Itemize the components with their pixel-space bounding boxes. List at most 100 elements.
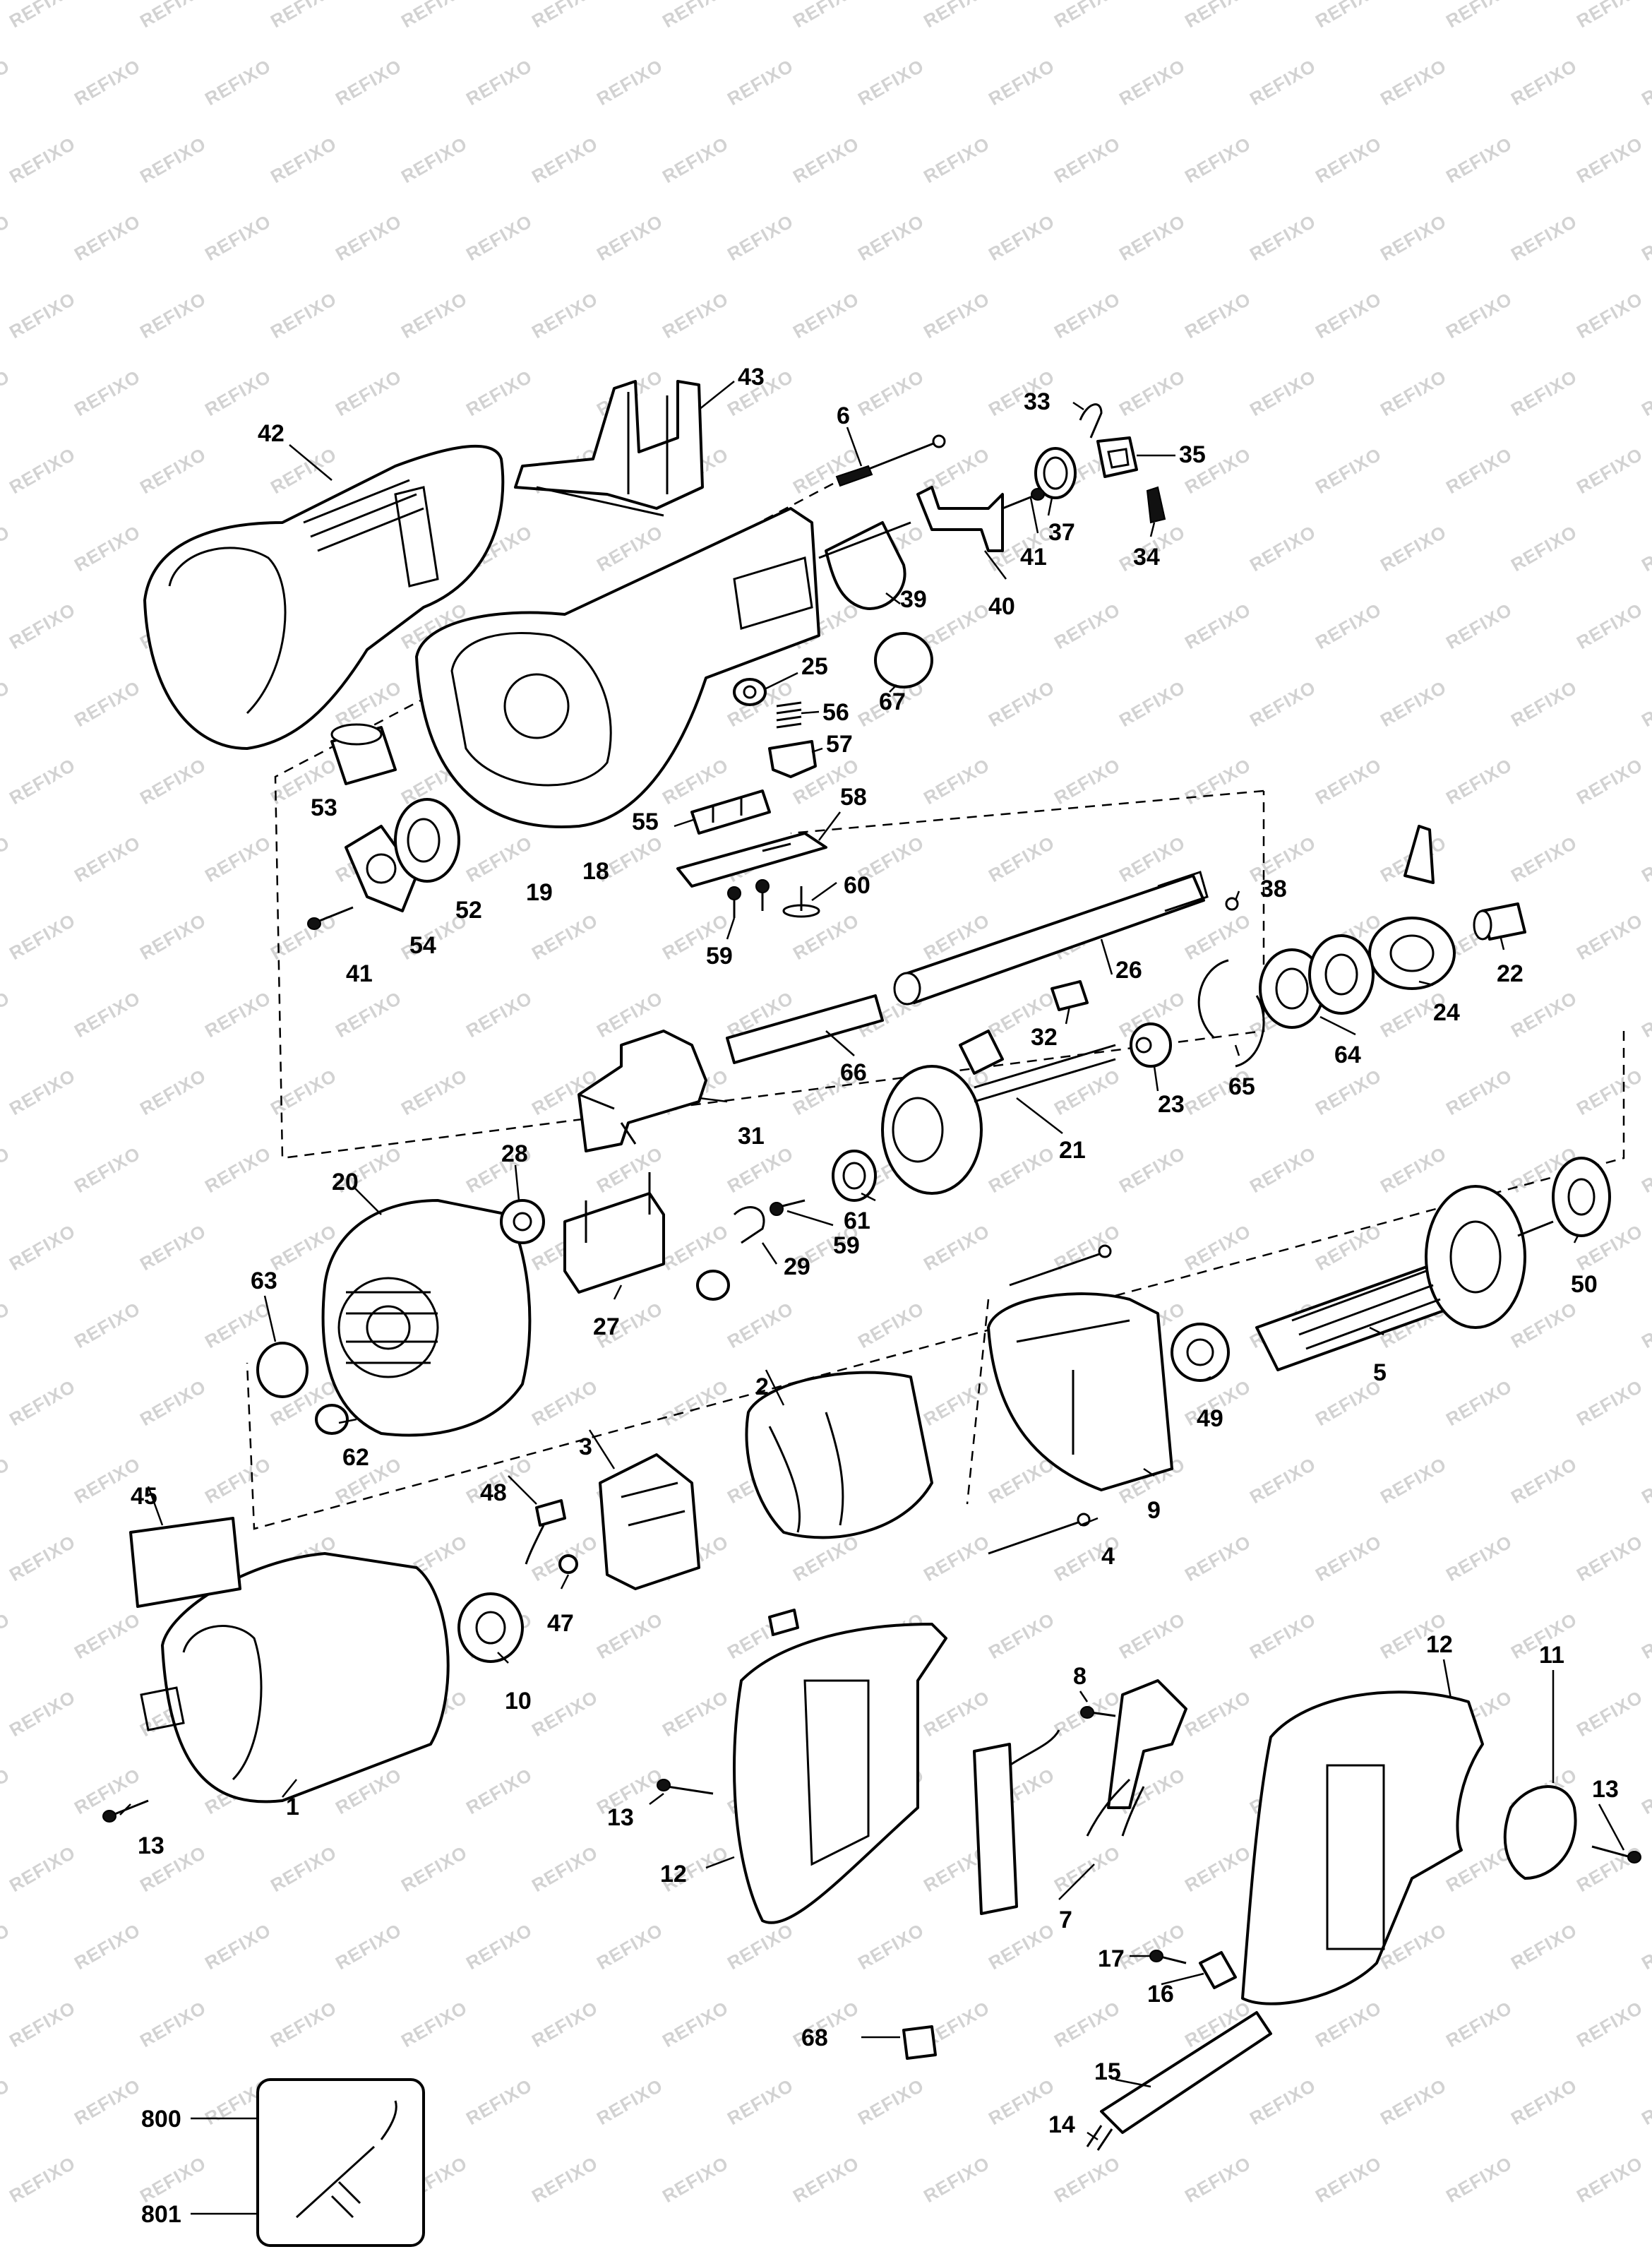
watermark-text: REFIXO <box>6 443 79 498</box>
label-56: 56 <box>822 699 849 726</box>
watermark-text: REFIXO <box>0 676 13 731</box>
watermark-text: REFIXO <box>71 1609 144 1663</box>
watermark-text: REFIXO <box>854 1298 928 1352</box>
label-57: 57 <box>826 731 853 758</box>
watermark-text: REFIXO <box>985 676 1058 731</box>
watermark-text: REFIXO <box>1051 133 1124 187</box>
watermark-text: REFIXO <box>1246 55 1319 109</box>
watermark-text: REFIXO <box>0 987 13 1042</box>
watermark-text: REFIXO <box>593 210 666 265</box>
watermark-text: REFIXO <box>0 832 13 886</box>
part-31-yoke <box>577 1030 707 1152</box>
watermark-text: REFIXO <box>0 1298 13 1352</box>
watermark-text: REFIXO <box>1051 288 1124 342</box>
watermark-text: REFIXO <box>1181 1531 1255 1585</box>
watermark-text: REFIXO <box>593 2075 666 2129</box>
watermark-text: REFIXO <box>1442 0 1516 32</box>
watermark-text: REFIXO <box>71 2075 144 2129</box>
watermark-text: REFIXO <box>0 1609 13 1663</box>
watermark-text: REFIXO <box>1573 599 1646 653</box>
part-26-plunger <box>893 871 1209 1006</box>
watermark-text: REFIXO <box>136 443 210 498</box>
watermark-text: REFIXO <box>1507 521 1581 576</box>
part-28-bushing <box>500 1199 545 1244</box>
watermark-text: REFIXO <box>528 910 601 964</box>
watermark-text: REFIXO <box>593 1609 666 1663</box>
label-47: 47 <box>547 1610 574 1637</box>
part-54-retainer-plate <box>345 825 418 912</box>
watermark-text: REFIXO <box>1051 0 1124 32</box>
watermark-text: REFIXO <box>1507 366 1581 420</box>
label-68: 68 <box>801 2025 828 2051</box>
watermark-text: REFIXO <box>1507 1453 1581 1508</box>
watermark-text: REFIXO <box>1181 754 1255 809</box>
watermark-text: REFIXO <box>724 2075 797 2129</box>
part-20-motor-housing-end <box>321 1199 532 1437</box>
watermark-text: REFIXO <box>1442 1531 1516 1585</box>
label-31: 31 <box>738 1123 765 1150</box>
label-34: 34 <box>1133 544 1160 571</box>
part-4-screws <box>988 1244 1112 1555</box>
watermark-text: REFIXO <box>593 1919 666 1974</box>
watermark-text: REFIXO <box>397 1065 471 1119</box>
label-55: 55 <box>632 809 659 835</box>
label-3: 3 <box>579 1433 592 1460</box>
watermark-text: REFIXO <box>1051 2152 1124 2207</box>
label-800: 800 <box>141 2106 181 2133</box>
watermark-text: REFIXO <box>462 366 536 420</box>
watermark-text: REFIXO <box>1442 754 1516 809</box>
watermark-text: REFIXO <box>1573 288 1646 342</box>
watermark-text: REFIXO <box>724 1919 797 1974</box>
part-21-gear-shaft <box>881 1030 1116 1195</box>
watermark-text: REFIXO <box>1638 1143 1652 1197</box>
watermark-text: REFIXO <box>1312 1531 1385 1585</box>
label-27: 27 <box>593 1313 620 1340</box>
part-42-front-housing <box>143 444 505 750</box>
watermark-text: REFIXO <box>593 521 666 576</box>
watermark-text: REFIXO <box>985 55 1058 109</box>
watermark-text: REFIXO <box>0 1764 13 1818</box>
part-23-bushing <box>1130 1022 1172 1068</box>
watermark-text: REFIXO <box>201 1143 275 1197</box>
watermark-text: REFIXO <box>528 2152 601 2207</box>
watermark-text: REFIXO <box>1573 754 1646 809</box>
watermark-text: REFIXO <box>71 55 144 109</box>
label-23: 23 <box>1158 1091 1185 1118</box>
watermark-text: REFIXO <box>1181 599 1255 653</box>
watermark-text: REFIXO <box>201 366 275 420</box>
part-41-screw-upper <box>1002 488 1045 510</box>
label-4: 4 <box>1101 1543 1115 1570</box>
watermark-text: REFIXO <box>462 832 536 886</box>
label-49: 49 <box>1197 1405 1223 1432</box>
watermark-text: REFIXO <box>6 1842 79 1896</box>
watermark-text: REFIXO <box>136 0 210 32</box>
watermark-text: REFIXO <box>71 521 144 576</box>
watermark-text: REFIXO <box>1507 1298 1581 1352</box>
label-67: 67 <box>879 688 906 715</box>
watermark-text: REFIXO <box>462 2075 536 2129</box>
watermark-text: REFIXO <box>1507 987 1581 1042</box>
label-10: 10 <box>505 1688 532 1715</box>
watermark-text: REFIXO <box>1181 1220 1255 1275</box>
label-26: 26 <box>1115 957 1142 984</box>
part-53-bushing <box>330 723 397 785</box>
part-62-cap <box>315 1404 349 1435</box>
watermark-text: REFIXO <box>659 754 732 809</box>
part-29-clip <box>733 1206 765 1244</box>
watermark-text: REFIXO <box>1181 1842 1255 1896</box>
watermark-text: REFIXO <box>1312 754 1385 809</box>
label-8: 8 <box>1073 1663 1087 1690</box>
watermark-text: REFIXO <box>920 0 993 32</box>
label-5: 5 <box>1373 1359 1387 1386</box>
watermark-text: REFIXO <box>6 1997 79 2051</box>
part-24-bearing-housing <box>1368 825 1456 990</box>
watermark-text: REFIXO <box>267 1065 340 1119</box>
watermark-text: REFIXO <box>1312 133 1385 187</box>
watermark-text: REFIXO <box>1507 676 1581 731</box>
watermark-text: REFIXO <box>1377 366 1450 420</box>
watermark-text: REFIXO <box>920 1376 993 1430</box>
part-35-lock-button <box>1096 436 1138 478</box>
part-64-bearings <box>1259 934 1375 1029</box>
watermark-text: REFIXO <box>6 1065 79 1119</box>
